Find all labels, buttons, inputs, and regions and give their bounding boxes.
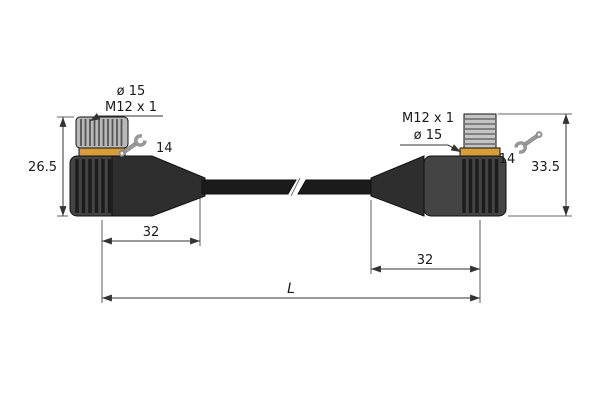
right-diameter-label: ø 15 <box>414 128 443 143</box>
wrench-icon <box>118 134 147 157</box>
right-length-label: 32 <box>417 253 434 268</box>
left-thread-label: M12 x 1 <box>105 100 157 115</box>
right-wrench-size-label: 14 <box>499 152 516 167</box>
left-leader-line <box>89 113 163 122</box>
left-grip-ribs <box>75 159 112 213</box>
right-seal-ring <box>459 147 501 157</box>
right-thread-lines <box>465 118 495 145</box>
right-thread-label: M12 x 1 <box>402 111 454 126</box>
left-nut-knurling <box>80 119 123 146</box>
cable <box>201 177 377 197</box>
left-wrench-size-label: 14 <box>156 141 173 156</box>
left-height-label: 26.5 <box>28 160 57 175</box>
right-connector-boot <box>370 155 425 217</box>
right-grip-ribs <box>462 159 499 213</box>
left-connector <box>69 116 206 217</box>
overall-length-label: L <box>287 281 295 297</box>
cable-right-segment <box>297 179 377 195</box>
right-connector <box>370 113 507 217</box>
cable-left-segment <box>201 179 297 195</box>
left-seal-ring <box>78 147 126 157</box>
left-length-label: 32 <box>143 225 160 240</box>
left-diameter-label: ø 15 <box>117 84 146 99</box>
right-leader-line <box>400 144 462 153</box>
left-connector-body <box>111 155 206 217</box>
wrench-icon <box>514 131 543 154</box>
right-height-label: 33.5 <box>531 160 560 175</box>
cable-break-mark <box>290 177 301 197</box>
left-coupling-nut <box>75 116 129 149</box>
